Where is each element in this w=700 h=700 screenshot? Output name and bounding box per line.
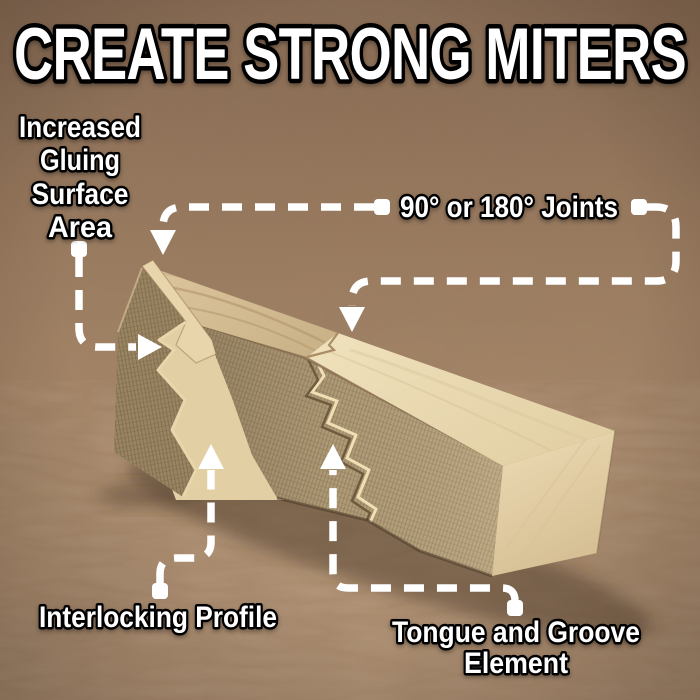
callout-line-joints-right <box>348 203 680 306</box>
label-interlocking-profile: Interlocking Profile <box>39 601 277 634</box>
profile-edge-highlight <box>156 320 198 498</box>
bar-end-face <box>492 430 616 576</box>
callout-line-interlocking <box>156 470 215 583</box>
label-tongue-line1: Tongue and Groove <box>392 616 640 649</box>
annotation-lines <box>71 199 680 616</box>
bar-top-face-light <box>307 333 615 466</box>
arrow-up-icon <box>320 444 346 469</box>
connector-square-joints-right <box>631 199 647 215</box>
label-tongue-groove: Tongue and Groove Element <box>390 614 643 683</box>
label-gluing-line1: Increased <box>19 111 141 144</box>
cast-shadow <box>126 458 654 638</box>
label-gluing-area: Increased Gluing Surface Area <box>17 109 144 247</box>
label-gluing-line4: Area <box>48 211 112 244</box>
page-title: CREATE STRONG MITERS <box>14 14 686 95</box>
label-tongue-line2: Element <box>464 647 568 680</box>
label-gluing-line2: Gluing <box>40 144 120 177</box>
arrow-down-icon <box>339 307 365 332</box>
light-grain-lines <box>329 348 601 456</box>
wood-blocks <box>95 259 654 638</box>
lock-miter-front-seam <box>304 352 378 528</box>
label-joints: 90° or 180° Joints <box>400 191 618 224</box>
labels: CREATE STRONG MITERS Increased Gluing Su… <box>10 10 692 683</box>
label-gluing-line3: Surface <box>32 178 129 211</box>
arrow-right-icon <box>138 334 162 360</box>
callout-line-joints-left <box>159 203 374 231</box>
connector-square-joints-left <box>374 199 390 215</box>
connector-square-gluing <box>71 241 87 257</box>
bar-front-face <box>197 324 504 578</box>
arrow-down-icon <box>150 230 176 255</box>
arrow-up-icon <box>198 444 224 469</box>
lock-miter-profile-piece <box>114 267 198 498</box>
callout-line-gluing <box>75 257 136 351</box>
connector-square-tongue <box>507 600 523 616</box>
connector-square-interlocking <box>152 583 168 599</box>
tongue-highlight <box>141 259 217 364</box>
callout-line-tongue <box>329 470 519 602</box>
top-face-joint-seam <box>306 332 339 359</box>
